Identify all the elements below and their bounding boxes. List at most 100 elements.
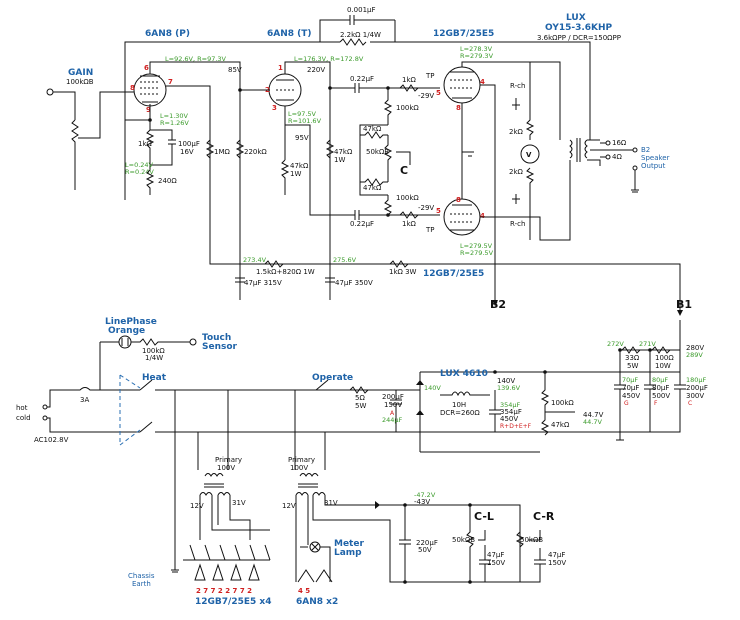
tube-out-bot-label: 12GB7/25E5: [423, 269, 484, 279]
meter-label: Meter: [334, 539, 364, 549]
b2-arrow: [492, 300, 498, 306]
r100k-b-label: 100kΩ: [396, 194, 419, 202]
c100u-label: 100µF: [178, 140, 200, 148]
r-sum-label: R+D+E+F: [500, 423, 532, 430]
linephase-label: LinePhase: [105, 317, 157, 327]
r1k-g-label: 1kΩ: [402, 76, 417, 84]
r240-label: 240Ω: [158, 177, 177, 185]
r47k-1w: 1W: [290, 170, 301, 178]
r1k-g2-label: 1kΩ: [402, 220, 417, 228]
v12-label: 12V: [190, 502, 204, 510]
c180-label: 180µF: [686, 376, 707, 384]
primary-label: Primary: [215, 456, 242, 464]
r100k-b-label: 100kΩ: [551, 399, 574, 407]
v100b-label: 100V: [290, 464, 308, 472]
feedback-capacitor: 0.001µF: [319, 6, 396, 42]
v1t-k-l: L=97.5V: [288, 110, 317, 118]
heater-tube-count: 12GB7/25E5 x4: [195, 597, 271, 607]
c47b-label: 47µF: [548, 551, 565, 559]
r47k-b-1w: 1W: [334, 156, 345, 164]
v31-label: 31V: [232, 499, 246, 507]
neon-lamp: [118, 335, 132, 349]
v12b-label: 12V: [282, 502, 296, 510]
out-bot-v-r: R=279.5V: [460, 249, 494, 257]
ac-label: AC102.8V: [34, 436, 69, 444]
r2k-b-label: 2kΩ: [509, 168, 524, 176]
v140b-label: 140V: [497, 377, 515, 385]
cr-label: C-R: [533, 510, 555, 523]
feedback-resistor: 2.2kΩ 1/4W: [339, 31, 381, 46]
operate-label: Operate: [312, 373, 353, 383]
c-a-label: A: [390, 410, 395, 417]
r10w-label: 10W: [655, 362, 671, 370]
voltmeter: V: [520, 144, 540, 164]
v1p-k4: R=0.24V: [125, 168, 154, 176]
tube-count-6an8: 6AN8 x2: [296, 597, 338, 607]
transformer-spec: 3.6kΩPP / DCR=150ΩPP: [537, 34, 621, 42]
v1t-pin1: 1: [278, 64, 283, 72]
c47u-label: 47µF 315V: [244, 279, 282, 287]
r50kb-label: 50kΩB: [520, 536, 543, 544]
c450-label: 450V: [500, 415, 518, 423]
out-top-v-r: R=279.3V: [460, 52, 494, 60]
c80b-label: 80µF: [652, 384, 669, 392]
meter-lamp: [300, 541, 331, 582]
v1396-label: 139.6V: [497, 384, 521, 392]
transformer-model: OY15-3.6KHP: [545, 23, 613, 33]
v289-label: 289V: [686, 351, 703, 359]
tube-v1p-label: 6AN8 (P): [145, 29, 190, 39]
v1t-pin3: 3: [272, 104, 277, 112]
r50k-label: 50kΩB: [452, 536, 475, 544]
v31b-label: 31V: [324, 499, 338, 507]
tp-bot: TP: [425, 226, 435, 234]
tube-v1t-label: 6AN8 (T): [267, 29, 312, 39]
r33-label: 33Ω: [625, 354, 640, 362]
c16v-label: 16V: [180, 148, 194, 156]
choke-label: 10H: [452, 401, 466, 409]
tube-out-top-label: 12GB7/25E5: [433, 29, 494, 39]
c70-label: 70µF: [622, 376, 638, 384]
tap16-label: 16Ω: [612, 139, 627, 147]
r1m-label: 1MΩ: [214, 148, 230, 156]
m29-bot: -29V: [418, 204, 434, 212]
v1p-pin7: 7: [168, 78, 173, 86]
c80v-label: 500V: [652, 392, 670, 400]
c150vb-label: 150V: [548, 559, 566, 567]
out-bot-v-l: L=279.5V: [460, 242, 493, 250]
fuse-label: 3A: [80, 396, 89, 404]
cold-label: cold: [16, 414, 31, 422]
r100-label: 100Ω: [655, 354, 674, 362]
v1p-k-l: L=1.30V: [160, 112, 189, 120]
c-c-label: C: [688, 400, 692, 407]
out-bot-pin5: 5: [436, 207, 441, 215]
r47k-label: 47kΩ: [290, 162, 309, 170]
main-transformer: [295, 473, 326, 496]
out-top-pin8: 8: [456, 104, 461, 112]
tube-out-bot: [443, 198, 481, 236]
cl-label: C-L: [474, 510, 494, 523]
chassis-label: Chassis: [128, 572, 155, 580]
v244-label: 244µF: [382, 416, 403, 424]
orange-label: Orange: [108, 326, 145, 336]
heat-label: Heat: [142, 373, 167, 383]
gain-input: GAIN 100kΩB: [46, 68, 140, 190]
out-bot-pin4: 4: [480, 212, 485, 220]
v100-label: 100V: [217, 464, 235, 472]
earth-label: Earth: [132, 580, 151, 588]
tap4-label: 4Ω: [612, 153, 622, 161]
b1-arrow: [677, 310, 683, 316]
speaker-output: Output: [641, 162, 666, 170]
lux4610-label: LUX 4610: [440, 369, 488, 379]
v1t-95v: 95V: [295, 134, 309, 142]
r47k-d-label: 47kΩ: [363, 184, 382, 192]
v1p-pin6: 6: [144, 64, 149, 72]
v271-label: 271V: [639, 340, 656, 348]
c80-label: 80µF: [652, 376, 668, 384]
b1-label: B1: [676, 298, 692, 311]
r1k3w-label: 1kΩ 3W: [389, 268, 417, 276]
r100k-label: 100kΩ: [396, 104, 419, 112]
c-f-label: F: [654, 400, 658, 407]
v280-label: 280V: [686, 344, 704, 352]
out-top-pin5: 5: [436, 89, 441, 97]
